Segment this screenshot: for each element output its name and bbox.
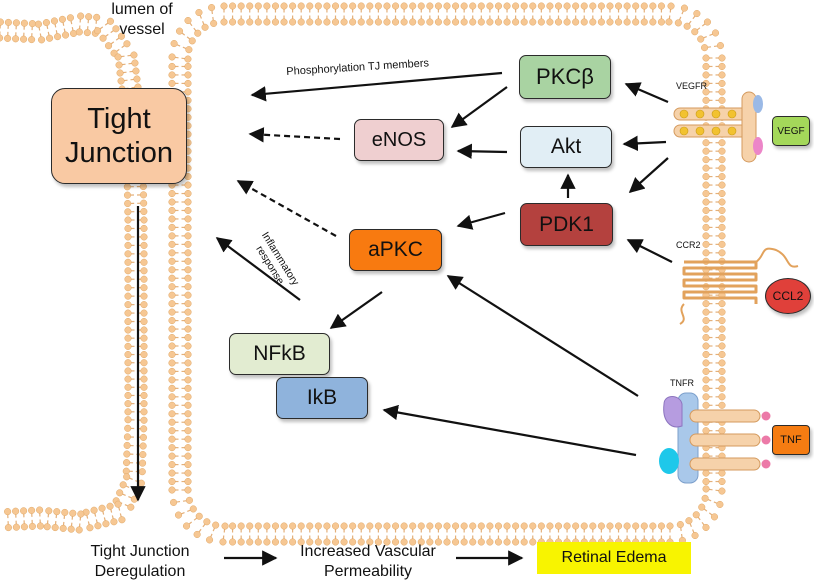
- pkcb-node: PKCβ: [519, 55, 611, 99]
- tnf-ligand: TNF: [772, 425, 810, 455]
- apkc-node: aPKC: [349, 229, 442, 271]
- ccr2-receptor: [679, 247, 799, 325]
- apkc-to-nfkb-arrow: [329, 291, 383, 329]
- akt-node: Akt: [520, 126, 612, 168]
- nfkb-to-tight-junction-arrow: [215, 237, 301, 301]
- apkc-to-tight-junction-arrow: [236, 180, 337, 237]
- permeability-outcome: Increased Vascular Permeability: [300, 543, 436, 580]
- tnfr-to-apkc-arrow: [446, 275, 639, 397]
- enos-to-tight-junction-arrow: [248, 127, 341, 143]
- vegfr-label: VEGFR: [676, 81, 708, 91]
- tight-junction-node: Tight Junction: [51, 88, 187, 184]
- vegfr-to-akt-arrow: [622, 135, 667, 152]
- tnfr-to-ikb-arrow: [382, 404, 637, 457]
- ikb-node: IkB: [276, 377, 368, 419]
- ccr2-label: CCR2: [676, 240, 701, 250]
- vegfr-to-pdk1-arrow: [628, 157, 669, 194]
- pkcb-to-tight-junction-arrow: [250, 71, 503, 102]
- nfkb-node: NFkB: [229, 333, 330, 375]
- enos-node: eNOS: [354, 119, 444, 161]
- deregulation-outcome: Tight Junction Deregulation: [90, 543, 190, 580]
- akt-to-enos-arrow: [456, 143, 508, 159]
- vegfr-receptor: [673, 91, 763, 163]
- tnfr-label: TNFR: [670, 378, 694, 388]
- vegfr-to-pkcb-arrow: [624, 82, 669, 104]
- ccr2-to-pdk1-arrow: [626, 239, 673, 263]
- receptors: [659, 91, 799, 484]
- main-cell-membrane: [168, 2, 726, 546]
- ccl2-ligand: CCL2: [765, 278, 811, 314]
- lumen-label: lumen of vessel: [111, 1, 173, 38]
- edema-outcome: Retinal Edema: [537, 542, 691, 574]
- tnfr-receptor: [659, 392, 771, 484]
- arrows: [130, 71, 673, 566]
- pkcb-to-enos-arrow: [450, 86, 508, 128]
- vegf-ligand: VEGF: [772, 116, 810, 146]
- pdk1-node: PDK1: [520, 203, 613, 246]
- cell-membranes: [0, 2, 726, 546]
- pdk1-to-apkc-arrow: [456, 211, 506, 230]
